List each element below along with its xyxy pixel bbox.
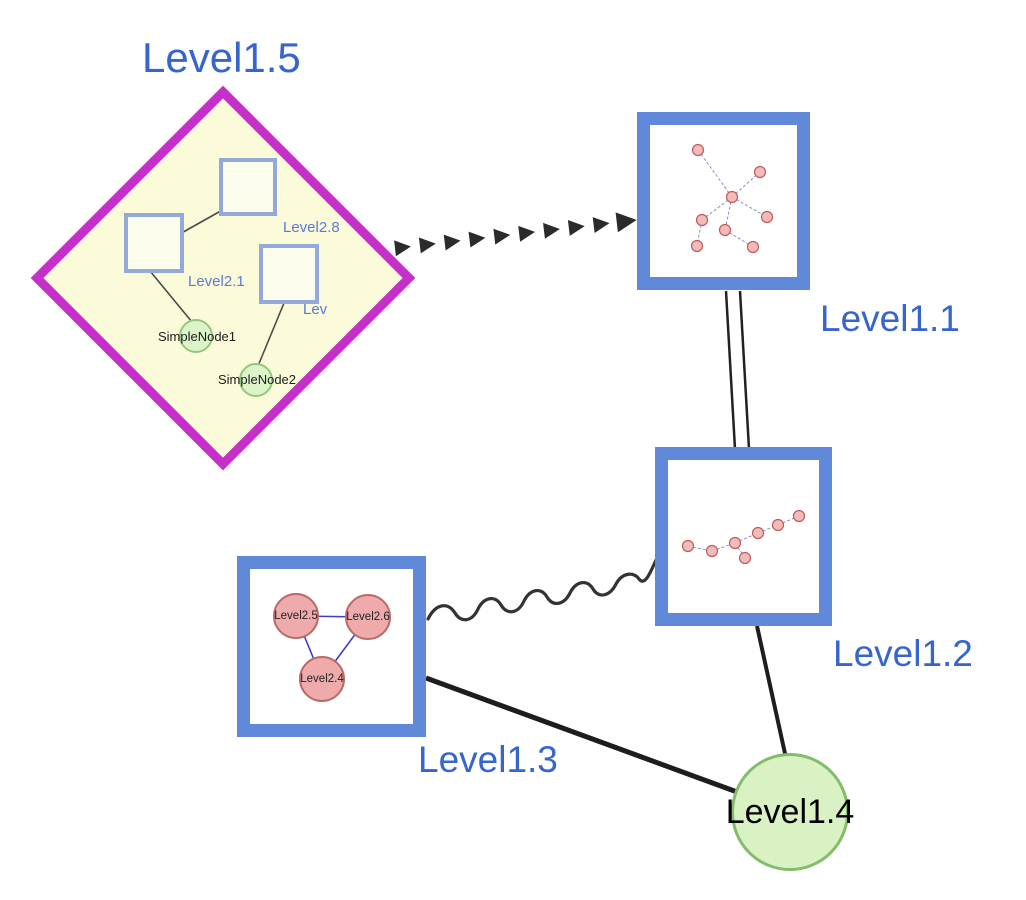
edge-level21-level28[interactable]: [177, 207, 227, 236]
label-simplenode1: SimpleNode1: [157, 329, 237, 344]
edge-level13-level12[interactable]: [426, 558, 658, 622]
node-level12-box[interactable]: [655, 447, 832, 626]
node-level25[interactable]: Level2.5: [273, 593, 319, 639]
subgraph-node[interactable]: [718, 223, 732, 237]
subgraph-node[interactable]: [753, 165, 767, 179]
subgraph-node[interactable]: [691, 143, 705, 157]
level11-subgraph: [690, 143, 774, 254]
label-level28: Level2.8: [283, 219, 340, 236]
label-level11: Level1.1: [820, 298, 960, 339]
level13-subgraph-edges: [295, 615, 369, 680]
node-level26[interactable]: Level2.6: [345, 594, 391, 640]
edge-level21-simplenode1[interactable]: [149, 270, 193, 323]
subgraph-node[interactable]: [746, 240, 760, 254]
node-level24[interactable]: Level2.4: [299, 656, 345, 702]
label-level15: Level1.5: [142, 34, 301, 81]
node-lev-square[interactable]: [259, 244, 319, 304]
subgraph-node[interactable]: [738, 551, 752, 565]
subgraph-node[interactable]: [690, 239, 704, 253]
edge-level13-level14[interactable]: [425, 675, 749, 799]
node-level21-square[interactable]: [124, 213, 184, 273]
edge-level12-level14[interactable]: [755, 625, 788, 759]
subgraph-node[interactable]: [728, 536, 742, 550]
subgraph-node[interactable]: [681, 539, 695, 553]
level12-subgraph: [681, 509, 806, 565]
subgraph-node[interactable]: [705, 544, 719, 558]
edge-level11-level12[interactable]: [724, 290, 751, 450]
subgraph-node[interactable]: [771, 518, 785, 532]
subgraph-node[interactable]: [751, 526, 765, 540]
label-lev: Lev: [303, 301, 328, 318]
label-simplenode2: SimpleNode2: [217, 372, 297, 387]
node-level13-box[interactable]: Level2.5 Level2.6 Level2.4: [237, 556, 426, 737]
subgraph-node[interactable]: [760, 210, 774, 224]
subgraph-node[interactable]: [792, 509, 806, 523]
node-level14[interactable]: Level1.4: [726, 753, 854, 871]
node-simplenode1[interactable]: [179, 319, 213, 353]
subgraph-node[interactable]: [725, 190, 739, 204]
label-level21: Level2.1: [188, 273, 245, 290]
label-level13: Level1.3: [418, 739, 558, 780]
node-simplenode2[interactable]: [239, 363, 273, 397]
edge-level15-level11[interactable]: [394, 210, 638, 258]
edge-lev-simplenode2[interactable]: [257, 302, 285, 367]
label-level12: Level1.2: [833, 633, 973, 674]
node-level28-square[interactable]: [219, 158, 277, 216]
node-level11-box[interactable]: [637, 112, 810, 290]
subgraph-node[interactable]: [695, 213, 709, 227]
